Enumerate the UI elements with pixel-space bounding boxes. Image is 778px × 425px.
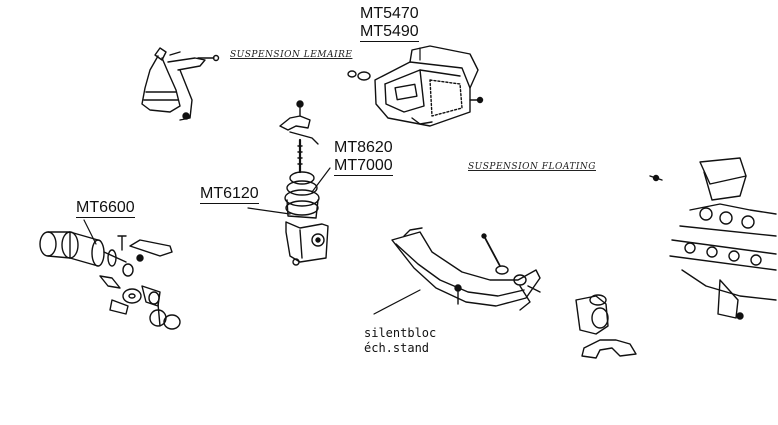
mt5470-mount-drawing — [347, 45, 484, 127]
silentbloc-caption-line1: silentbloc — [364, 326, 437, 340]
lemaire-bracket-drawing — [141, 47, 220, 121]
floating-cradle-drawing — [391, 227, 541, 311]
part-ref-mt7000: MT7000 — [334, 157, 393, 176]
leader-lines — [83, 47, 421, 315]
part-ref-mt8620: MT8620 — [334, 139, 393, 156]
mt6600-assembly-drawing — [39, 231, 181, 330]
silentbloc-caption-line2: éch.stand — [364, 341, 430, 355]
silentbloc-clamp-drawing — [575, 294, 637, 359]
lemaire-suspension-label: SUSPENSION LEMAIRE — [230, 50, 353, 60]
part-ref-mt6600: MT6600 — [76, 199, 135, 218]
silentbloc-caption: silentbloc éch.stand — [364, 326, 436, 356]
part-ref-mt5490: MT5490 — [360, 23, 419, 42]
engine-block-drawing — [649, 157, 777, 320]
part-ref-mt5470: MT5470 — [360, 5, 419, 22]
floating-suspension-label: SUSPENSION FLOATING — [468, 162, 596, 172]
part-ref-mt6120: MT6120 — [200, 185, 259, 204]
center-mount-drawing — [279, 100, 329, 266]
